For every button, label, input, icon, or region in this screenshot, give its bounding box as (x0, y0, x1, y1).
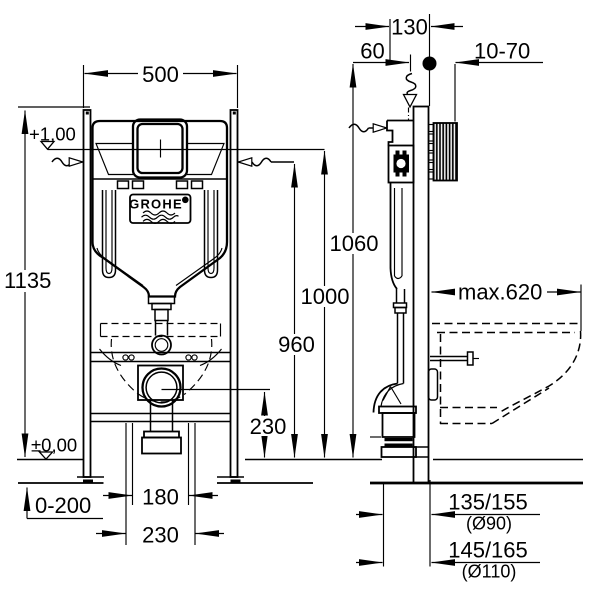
anchor-arrow-left (51, 157, 83, 167)
dim-960: 960 (278, 163, 315, 458)
frame-side-profile (386, 105, 430, 484)
dim-drain-height-label: 230 (250, 414, 287, 439)
dim-bolt-spacing-180: 180 (103, 423, 218, 510)
dim-60: 60 (353, 39, 412, 72)
mounting-frame (18, 106, 244, 484)
dim-130-label: 130 (391, 15, 428, 40)
dim-foot-range-label: 0-200 (35, 493, 91, 518)
squiggle-arrow-icon (251, 157, 272, 167)
side-view: 130 60 10-70 (348, 14, 583, 582)
dim-outlet110-label: 145/165 (448, 538, 528, 563)
front-view: 500 1135 +1,00 (2, 62, 382, 548)
squiggle-arrow-icon (51, 157, 73, 167)
drain-assembly (110, 338, 213, 455)
dim-height-1135: 1135 (2, 110, 53, 458)
dim-960-label: 960 (278, 332, 315, 357)
dim-max-620: max.620 (431, 280, 582, 331)
squiggle-arrow-icon (348, 123, 370, 133)
floor-level-mark: ±0,00 (17, 435, 382, 484)
logo-waves-icon (142, 210, 176, 216)
level-icon (38, 451, 54, 461)
floor-level-label: ±0,00 (31, 435, 77, 456)
dim-1000-label: 1000 (301, 284, 350, 309)
logo-dot-icon (182, 196, 189, 204)
dim-outlet90-dia-label: (Ø90) (466, 514, 512, 534)
support-bracket-dashed (99, 322, 222, 338)
dim-180-label: 180 (142, 485, 179, 510)
upper-level-mark: +1,00 (29, 124, 325, 151)
dim-10-70: 10-70 (454, 39, 543, 122)
wc-bowl-dashed (432, 322, 582, 425)
drain-circle (141, 367, 182, 408)
dim-60-label: 60 (360, 39, 384, 64)
level-icon (39, 140, 56, 151)
water-supply-icon (402, 72, 418, 121)
dim-1060-label: 1060 (330, 231, 379, 256)
dim-outlet90-label: 135/155 (448, 490, 528, 515)
flush-plate-window (131, 118, 189, 179)
dim-130: 130 (355, 14, 463, 106)
dim-outlet110-dia-label: (Ø110) (462, 562, 517, 582)
dim-width-500: 500 (82, 62, 239, 108)
dim-width-label: 500 (142, 62, 179, 87)
reference-dot-icon (422, 56, 437, 71)
dim-height-label: 1135 (4, 268, 51, 293)
anchor-arrow-side (348, 123, 387, 133)
wall-hatch-icon (432, 122, 458, 182)
dim-max620-label: max.620 (458, 280, 542, 305)
dim-1000: 1000 (301, 150, 350, 458)
brand-logo-text: GROHE (129, 197, 183, 212)
upper-level-label: +1,00 (29, 124, 76, 145)
anchor-arrow-right (239, 157, 294, 167)
dim-outlet-110: 145/165 (Ø110) (356, 538, 540, 582)
flush-pipe (147, 295, 176, 356)
dim-drain-height-230: 230 (161, 388, 289, 458)
dim-230-label: 230 (142, 523, 179, 548)
dim-outlet-90: 135/155 (Ø90) (356, 480, 540, 567)
wall-anchor-block (428, 122, 458, 182)
dim-pipe-spacing-230: 230 (96, 423, 224, 548)
dim-10-70-label: 10-70 (474, 39, 530, 64)
crossbars (90, 348, 231, 423)
dim-1060: 1060 (330, 63, 379, 458)
grohe-logo: GROHE (129, 193, 192, 224)
bowl-mounting-rod (427, 351, 479, 401)
drain-elbow (370, 382, 417, 458)
side-floor-lines (370, 458, 583, 485)
cistern-side-profile (389, 182, 408, 384)
dim-foot-range: 0-200 (23, 487, 103, 520)
